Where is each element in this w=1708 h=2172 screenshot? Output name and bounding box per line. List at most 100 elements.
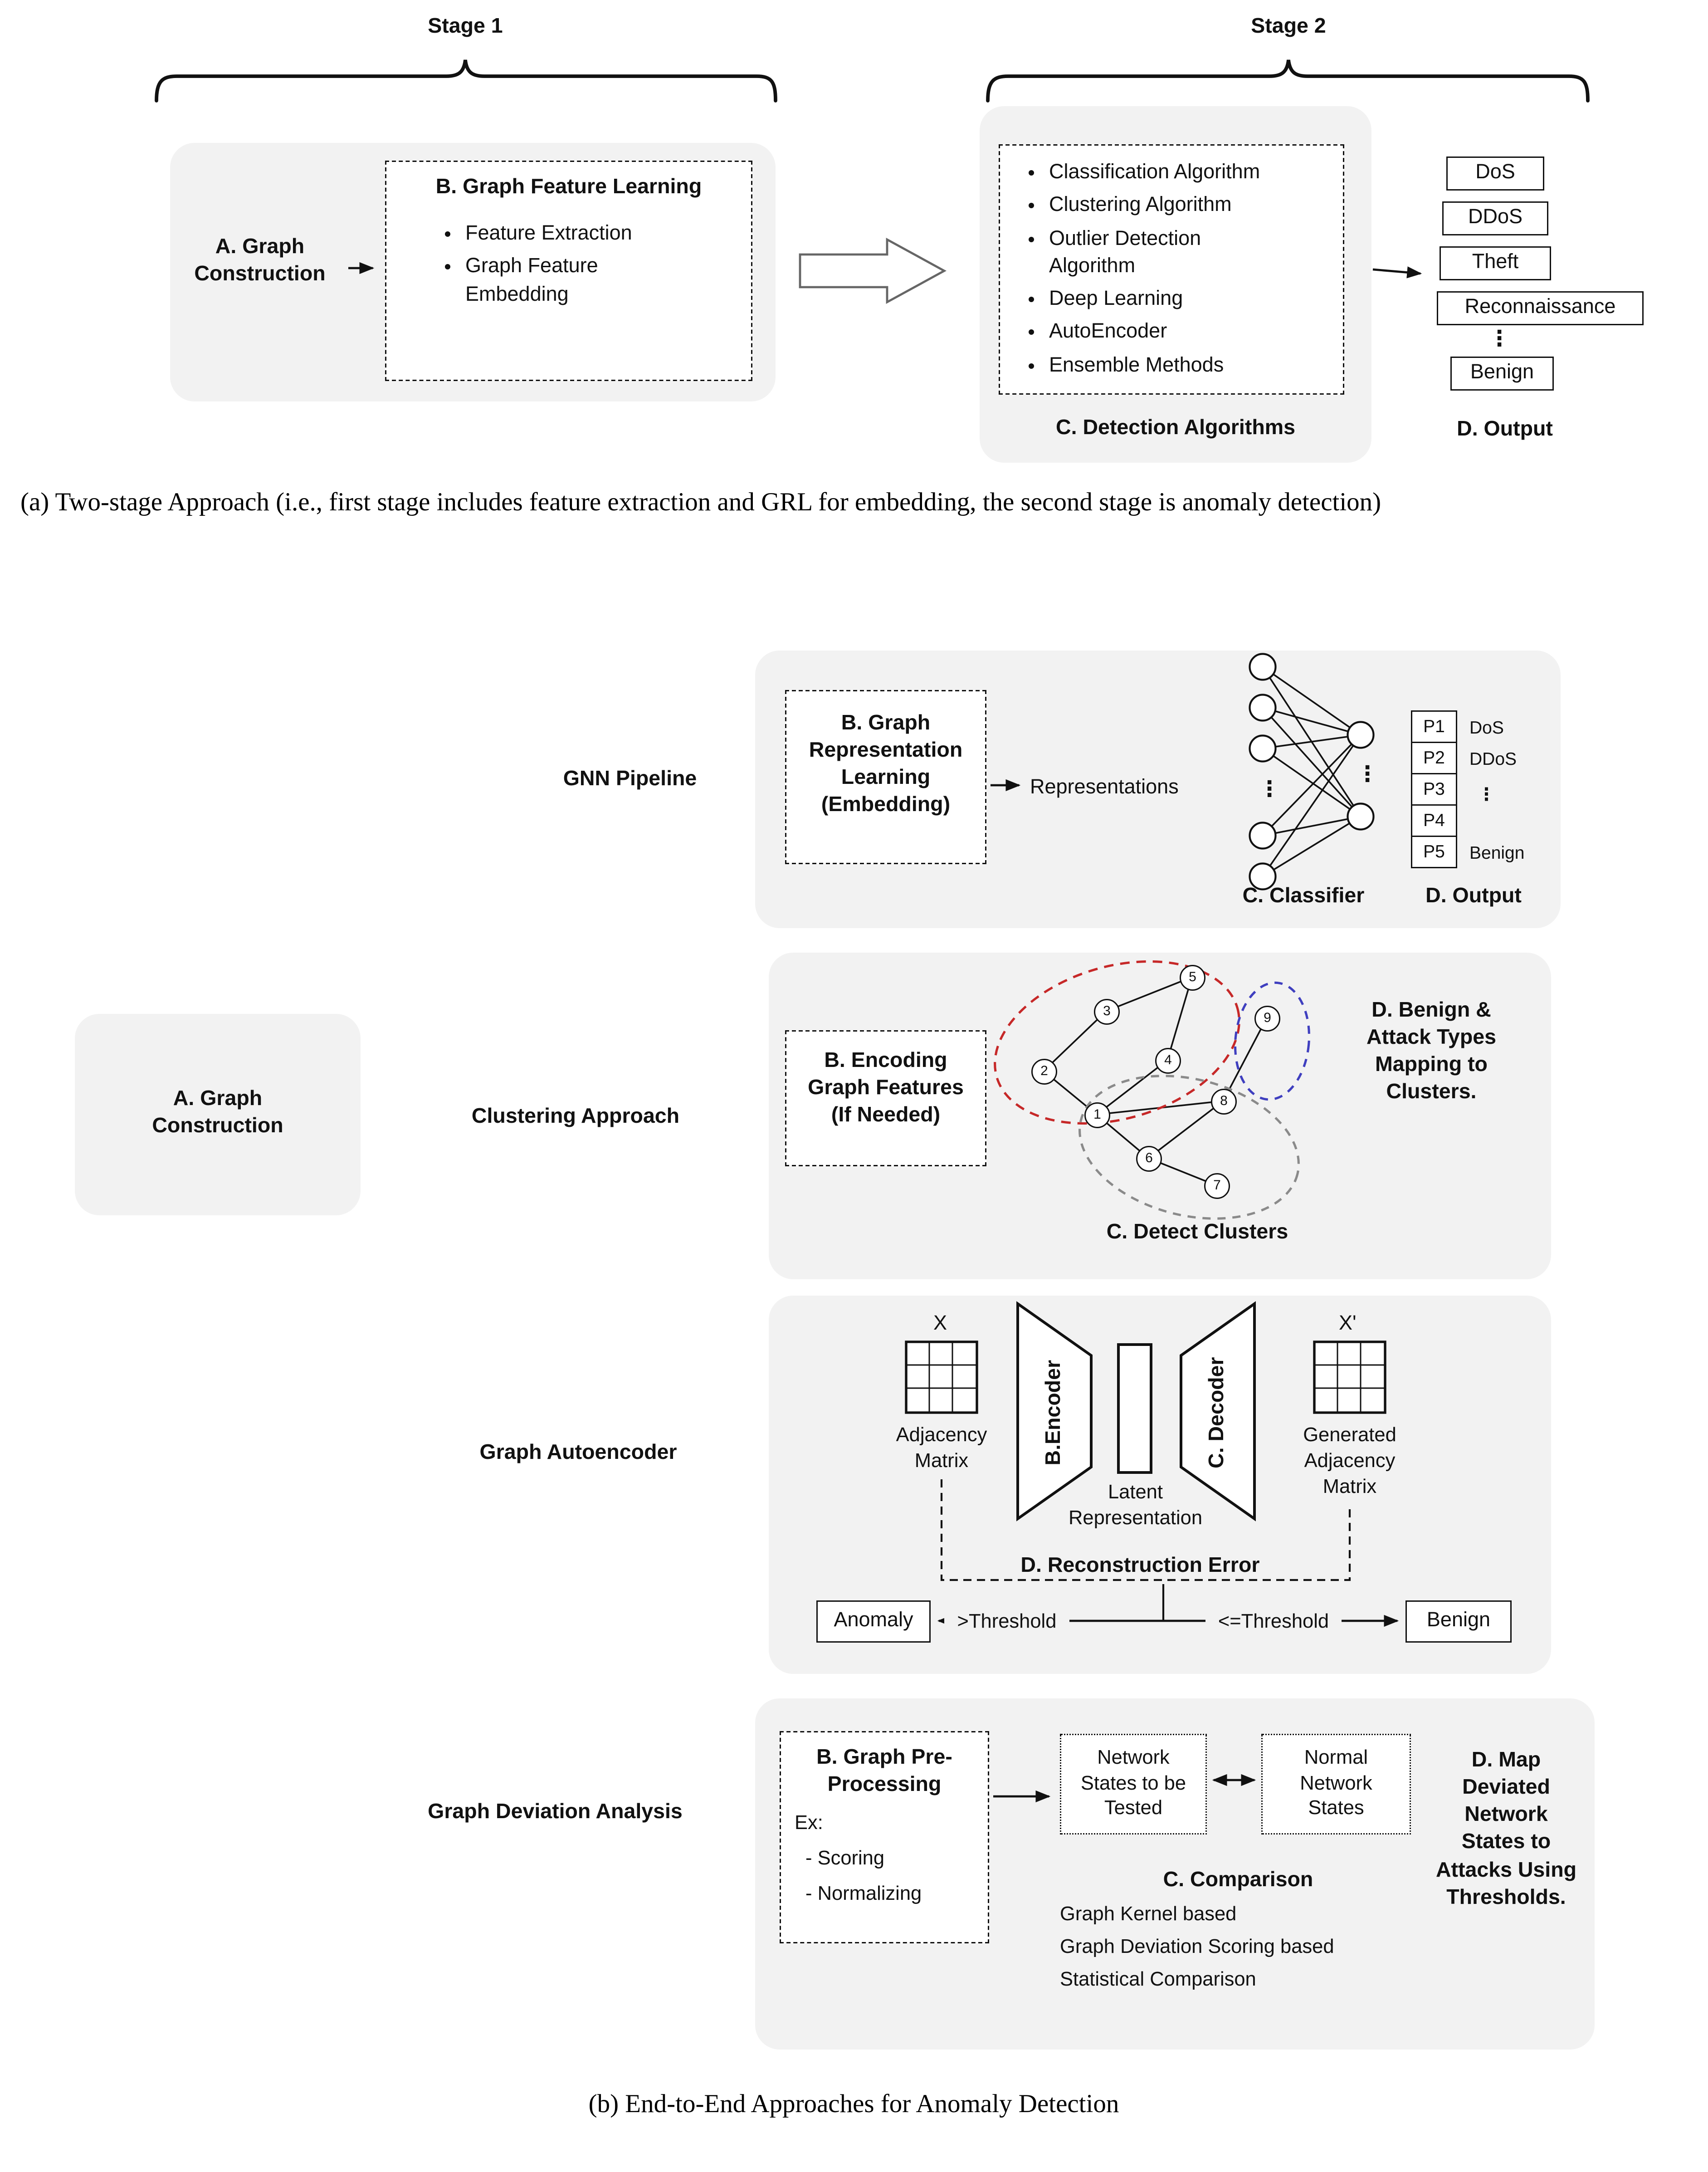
- detection-bullet: AutoEncoder: [1049, 319, 1337, 347]
- output-label: DDoS: [1468, 206, 1523, 230]
- class-label-benign: Benign: [1469, 842, 1525, 863]
- comparison-item-kernel: Graph Kernel based: [1060, 1904, 1237, 1926]
- clustering-row-label: Clustering Approach: [471, 1105, 680, 1128]
- output-box-dos: DoS: [1446, 157, 1544, 191]
- detection-bullet: Outlier Detection Algorithm: [1049, 225, 1215, 281]
- decoder-label: C. Decoder: [1205, 1357, 1229, 1468]
- graph-construction-label-a: A. Graph Construction: [194, 235, 326, 286]
- node-label: 1: [1093, 1107, 1101, 1122]
- tested-states-text: Network States to be Tested: [1080, 1747, 1186, 1820]
- node-label: 3: [1103, 1003, 1111, 1019]
- nn-right-ellipsis-icon: ⋮: [1357, 763, 1378, 787]
- representations-label: Representations: [1030, 776, 1179, 799]
- graph-node-9: 9: [1254, 1006, 1280, 1032]
- graph-node-7: 7: [1204, 1173, 1230, 1199]
- preprocessing-box: B. Graph Pre-Processing Ex: - Scoring - …: [780, 1731, 989, 1943]
- tested-states-box: Network States to be Tested: [1060, 1734, 1207, 1834]
- output-box-theft: Theft: [1440, 246, 1551, 280]
- nn-left-ellipsis-icon: ⋮: [1259, 778, 1280, 802]
- graph-construction-panel-b: [75, 1014, 361, 1215]
- node-label: 9: [1264, 1010, 1271, 1026]
- autoencoder-row-label: Graph Autoencoder: [479, 1441, 677, 1464]
- comparison-item-statistical: Statistical Comparison: [1060, 1969, 1256, 1991]
- stage1-brace: [155, 59, 777, 103]
- normal-states-box: Normal Network States: [1261, 1734, 1411, 1834]
- node-label: 5: [1189, 969, 1196, 985]
- gt-threshold-label: >Threshold: [944, 1610, 1069, 1636]
- class-ellipsis-icon: ⋮: [1478, 784, 1495, 804]
- class-label-ddos: DDoS: [1469, 748, 1517, 769]
- graph-node-2: 2: [1031, 1059, 1057, 1085]
- encoding-box-text: B. Encoding Graph Features (If Needed): [808, 1049, 964, 1127]
- stage2-brace: [986, 59, 1590, 103]
- stage-transition-arrow: [799, 237, 947, 304]
- port-label: P5: [1423, 841, 1445, 862]
- output-label: Benign: [1470, 361, 1534, 385]
- graph-node-5: 5: [1180, 965, 1205, 991]
- detection-title: C. Detection Algorithms: [1056, 416, 1295, 440]
- deviation-mapping-label: D. Map Deviated Network States to Attack…: [1435, 1749, 1577, 1909]
- port-p3: P3: [1411, 773, 1457, 806]
- c-to-output-arrow: [1372, 266, 1422, 279]
- anomaly-box: Anomaly: [816, 1600, 931, 1643]
- comparison-title: C. Comparison: [1163, 1869, 1313, 1892]
- adjacency-label: Adjacency Matrix: [896, 1425, 987, 1472]
- cluster-mapping-label: D. Benign & Attack Types Mapping to Clus…: [1366, 999, 1497, 1105]
- encoding-box: B. Encoding Graph Features (If Needed): [785, 1030, 986, 1166]
- stage-braces: [155, 59, 1590, 103]
- output-ellipsis-icon: ⋮: [1488, 328, 1510, 351]
- output-label: Reconnaissance: [1464, 296, 1616, 319]
- gnn-row-label: GNN Pipeline: [563, 768, 697, 791]
- gnn-output-label: D. Output: [1425, 885, 1522, 908]
- x-label: X: [933, 1312, 947, 1335]
- node-label: 6: [1145, 1150, 1153, 1166]
- port-label: P4: [1423, 810, 1445, 831]
- node-label: 4: [1164, 1052, 1172, 1068]
- ex-item-normalizing: - Normalizing: [805, 1883, 922, 1905]
- benign-label: Benign: [1426, 1609, 1491, 1633]
- gnn-embedding-text: B. Graph Representation Learning (Embedd…: [809, 712, 963, 817]
- detection-bullet: Deep Learning: [1049, 286, 1337, 313]
- graph-node-8: 8: [1211, 1089, 1237, 1115]
- port-label: P3: [1423, 778, 1445, 799]
- graph-node-3: 3: [1094, 999, 1120, 1025]
- encoder-label: B.Encoder: [1042, 1360, 1065, 1466]
- output-box-reconnaissance: Reconnaissance: [1437, 291, 1644, 325]
- detection-bullet: Clustering Algorithm: [1049, 192, 1337, 220]
- feature-learning-box: B. Graph Feature Learning Feature Extrac…: [385, 161, 752, 381]
- anomaly-label: Anomaly: [834, 1609, 913, 1633]
- output-label: DoS: [1475, 161, 1515, 185]
- classifier-label: C. Classifier: [1242, 885, 1365, 908]
- port-p4: P4: [1411, 804, 1457, 837]
- reconstruction-error-label: D. Reconstruction Error: [1020, 1554, 1260, 1577]
- x-prime-label: X': [1339, 1312, 1357, 1335]
- output-label: Theft: [1472, 251, 1519, 274]
- graph-node-4: 4: [1155, 1048, 1181, 1074]
- graph-node-6: 6: [1136, 1146, 1162, 1172]
- stage2-label: Stage 2: [1251, 15, 1326, 38]
- feature-learning-title: B. Graph Feature Learning: [435, 176, 702, 199]
- feature-learning-bullet: Feature Extraction: [465, 220, 743, 248]
- detection-box: Classification Algorithm Clustering Algo…: [999, 144, 1344, 395]
- graph-construction-label-b: A. Graph Construction: [152, 1087, 283, 1138]
- output-box-benign: Benign: [1450, 357, 1554, 391]
- lte-threshold-label: <=Threshold: [1205, 1610, 1342, 1636]
- detection-bullet: Classification Algorithm: [1049, 159, 1337, 187]
- caption-b: (b) End-to-End Approaches for Anomaly De…: [588, 2090, 1119, 2119]
- node-label: 8: [1220, 1093, 1228, 1109]
- port-p2: P2: [1411, 742, 1457, 774]
- ex-label: Ex:: [795, 1813, 823, 1835]
- preprocessing-title: B. Graph Pre-Processing: [816, 1746, 952, 1797]
- port-label: P1: [1423, 716, 1445, 737]
- gnn-embedding-box: B. Graph Representation Learning (Embedd…: [785, 690, 986, 864]
- port-p5: P5: [1411, 836, 1457, 868]
- ex-item-scoring: - Scoring: [805, 1848, 885, 1870]
- graph-node-1: 1: [1084, 1102, 1110, 1128]
- caption-a: (a) Two-stage Approach (i.e., first stag…: [20, 489, 1381, 517]
- output-title-a: D. Output: [1457, 418, 1553, 441]
- node-label: 2: [1040, 1063, 1048, 1079]
- output-box-ddos: DDoS: [1442, 201, 1548, 235]
- deviation-row-label: Graph Deviation Analysis: [428, 1800, 683, 1824]
- detect-clusters-label: C. Detect Clusters: [1106, 1221, 1288, 1244]
